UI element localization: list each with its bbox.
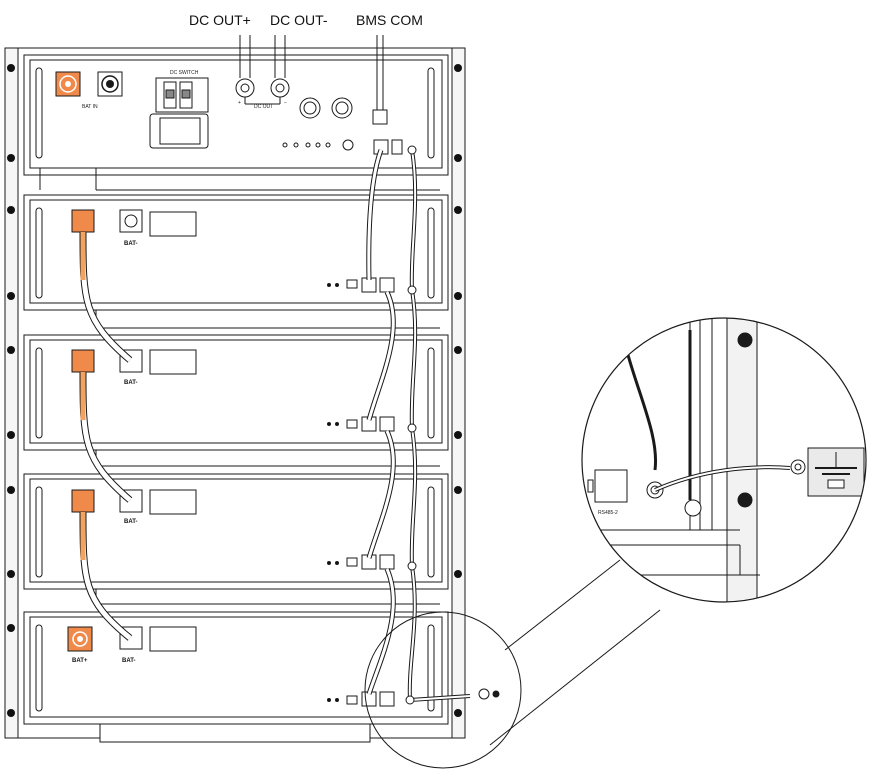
zoom-detail-circle (581, 317, 867, 603)
led-indicators (282, 139, 354, 151)
rack-screws (7, 64, 462, 717)
bat-neg-label-1: BAT- (124, 241, 138, 247)
ground-symbol-icon (807, 447, 865, 497)
leader-line-2 (489, 609, 661, 746)
aux-connectors (299, 97, 353, 119)
bat-neg-label-2: BAT- (124, 380, 138, 386)
ground-wires-inner (408, 149, 471, 702)
dc-switch-label: DC SWITCH (170, 70, 199, 76)
bat-pos-label-4: BAT+ (72, 658, 88, 664)
dc-out-label: DC OUT (254, 104, 273, 110)
dc-out-positive-label: DC OUT+ (189, 12, 251, 28)
dc-switch (149, 77, 209, 149)
zoom-port-label: RS485-2 (598, 510, 618, 516)
bat-in-terminal (55, 71, 81, 97)
ground-screws (405, 145, 500, 705)
polarity-negative: − (284, 100, 287, 106)
bat-neg-label-4: BAT- (122, 658, 136, 664)
zoom-detail (582, 318, 866, 602)
dc-out-negative-label: DC OUT- (270, 12, 328, 28)
dc-out-cables (235, 35, 290, 105)
bat-neg-label-3: BAT- (124, 519, 138, 525)
leader-line-1 (504, 559, 621, 651)
battery-module-1 (23, 194, 449, 329)
bat-in-negative-terminal (97, 71, 123, 97)
power-cables (79, 231, 133, 641)
bms-com-label: BMS COM (356, 12, 423, 28)
bat-in-label: BAT IN (82, 104, 98, 110)
polarity-positive: + (238, 100, 241, 106)
magnifier-source-circle (364, 611, 522, 769)
